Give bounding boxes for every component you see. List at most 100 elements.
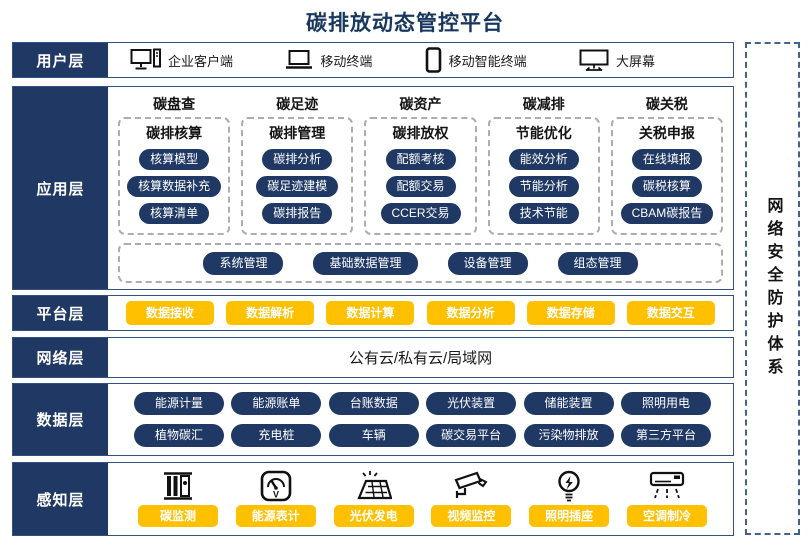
user-item-label: 企业客户端 [168,53,234,69]
user-item-label: 移动终端 [320,53,373,69]
data-pill: 第三方平台 [620,424,711,447]
perception-layer-label: 感知层 [13,463,108,535]
user-layer-label: 用户层 [13,43,108,77]
sense-item-label: 空调制冷 [626,505,707,527]
sense-item-video-surveillance: 视频监控 [429,468,513,527]
big-screen-icon [579,49,609,72]
sense-item-lighting-socket: 照明插座 [527,468,611,527]
network-layer-text: 公有云/私有云/局域网 [348,350,493,367]
app-function-pill: 核算清单 [139,203,210,224]
platform-layer-label: 平台层 [13,296,108,330]
sense-item-energy-meter: V 能源表计 [234,468,318,527]
network-layer-label: 网络层 [13,338,108,377]
user-layer-content: 企业客户端 移动终端 移动智能终端 [108,43,733,77]
app-common-pill: 系统管理 [203,251,284,275]
data-pill: 光伏装置 [426,392,517,415]
solar-panel-icon [356,468,392,504]
sense-item-label: 视频监控 [431,505,512,527]
air-conditioner-icon [649,468,685,504]
application-columns: 碳盘查 碳排核算 核算模型 核算数据补充 核算清单 碳足迹 碳排管理 碳排分析 [118,94,724,235]
application-layer-label: 应用层 [13,87,108,289]
application-layer: 应用层 碳盘查 碳排核算 核算模型 核算数据补充 核算清单 碳足迹 [12,86,734,290]
data-layer: 数据层 能源计量 能源账单 台账数据 光伏装置 储能装置 照明用电 植物碳汇 充… [12,383,734,456]
data-pill: 储能装置 [523,392,614,415]
app-function-pill: CBAM碳报告 [620,203,714,224]
application-layer-content: 碳盘查 碳排核算 核算模型 核算数据补充 核算清单 碳足迹 碳排管理 碳排分析 [108,87,733,289]
app-function-pill: 节能分析 [508,176,579,197]
app-module-title: 关税申报 [638,125,695,141]
data-pill: 能源账单 [231,392,322,415]
app-function-pill: 碳排报告 [262,203,333,224]
app-common-pill: 组态管理 [557,251,638,275]
app-module-box: 碳排放权 配额考核 配额交易 CCER交易 [364,117,477,235]
sense-item-label: 照明插座 [529,505,610,527]
data-pill: 污染物排放 [523,424,614,447]
data-pill: 植物碳汇 [134,424,224,447]
platform-pill: 数据解析 [226,301,315,325]
app-module-title: 碳排管理 [269,125,326,141]
app-function-pill: 碳排分析 [262,149,333,170]
data-pill: 台账数据 [328,392,419,415]
app-common-management-box: 系统管理 基础数据管理 设备管理 组态管理 [118,243,723,283]
data-pill: 照明用电 [620,392,711,415]
security-sidebar: 网络安全防护体系 [745,42,800,535]
platform-pill: 数据接收 [126,301,214,325]
app-common-pill: 设备管理 [447,251,528,275]
sense-item-label: 碳监测 [138,505,218,527]
app-function-pill: 配额考核 [385,149,456,170]
platform-pill: 数据交互 [626,301,715,325]
laptop-icon [285,49,313,71]
app-module-box: 碳排管理 碳排分析 碳足迹建模 碳排报告 [241,117,354,235]
light-socket-icon [557,468,581,504]
app-module-title: 节能优化 [515,125,572,141]
sense-item-solar-power: 光伏发电 [332,468,416,527]
data-row: 能源计量 能源账单 台账数据 光伏装置 储能装置 照明用电 [134,392,711,415]
app-common-pill: 基础数据管理 [313,251,418,275]
app-function-pill: CCER交易 [380,203,461,224]
app-module-box: 节能优化 能效分析 节能分析 技术节能 [487,117,600,235]
data-layer-content: 能源计量 能源账单 台账数据 光伏装置 储能装置 照明用电 植物碳汇 充电桩 车… [108,384,733,455]
app-column-carbon-inventory: 碳盘查 碳排核算 核算模型 核算数据补充 核算清单 [118,94,231,235]
user-item-mobile-terminal: 移动终端 [285,49,372,71]
security-sidebar-label: 网络安全防护体系 [764,196,782,381]
app-column-carbon-reduction: 碳减排 节能优化 能效分析 节能分析 技术节能 [487,94,600,235]
platform-pill: 数据计算 [326,301,415,325]
energy-meter-icon: V [260,468,292,504]
user-item-enterprise-client: 企业客户端 [130,48,233,72]
platform-layer: 平台层 数据接收 数据解析 数据计算 数据分析 数据存储 数据交互 [12,295,734,331]
sense-item-label: 光伏发电 [333,505,414,527]
app-category: 碳盘查 [153,96,196,112]
desktop-pc-icon [130,48,161,72]
user-layer: 用户层 企业客户端 移动终端 [12,42,734,78]
page-title: 碳排放动态管控平台 [306,12,504,35]
app-column-carbon-tariff: 碳关税 关税申报 在线填报 碳税核算 CBAM碳报告 [610,94,724,235]
user-item-label: 移动智能终端 [448,53,527,69]
cctv-camera-icon [453,468,489,504]
app-function-pill: 能效分析 [508,149,579,170]
network-layer: 网络层 公有云/私有云/局域网 [12,337,734,378]
app-function-pill: 碳税核算 [631,176,702,197]
platform-pill: 数据存储 [526,301,615,325]
platform-pill: 数据分析 [426,301,515,325]
app-category: 碳减排 [522,96,565,112]
sense-item-label: 能源表计 [235,505,316,527]
layer-stack: 用户层 企业客户端 移动终端 [12,42,734,536]
data-pill: 能源计量 [134,392,224,415]
app-module-box: 关税申报 在线填报 碳税核算 CBAM碳报告 [610,117,724,235]
app-function-pill: 在线填报 [631,149,702,170]
user-item-big-screen: 大屏幕 [579,49,655,72]
app-column-carbon-footprint: 碳足迹 碳排管理 碳排分析 碳足迹建模 碳排报告 [241,94,354,235]
app-category: 碳足迹 [276,96,319,112]
sense-item-air-conditioning: 空调制冷 [625,468,709,527]
user-item-smart-mobile-terminal: 移动智能终端 [425,47,527,73]
smartphone-icon [425,47,442,73]
app-category: 碳关税 [645,96,688,112]
user-item-label: 大屏幕 [615,53,655,69]
app-column-carbon-assets: 碳资产 碳排放权 配额考核 配额交易 CCER交易 [364,94,477,235]
platform-layer-content: 数据接收 数据解析 数据计算 数据分析 数据存储 数据交互 [108,296,733,330]
perception-layer-content: 碳监测 V 能源表计 光伏发电 [108,463,733,535]
data-layer-label: 数据层 [13,384,108,455]
data-pill: 碳交易平台 [426,424,517,447]
sense-item-carbon-monitor: 碳监测 [136,468,220,527]
